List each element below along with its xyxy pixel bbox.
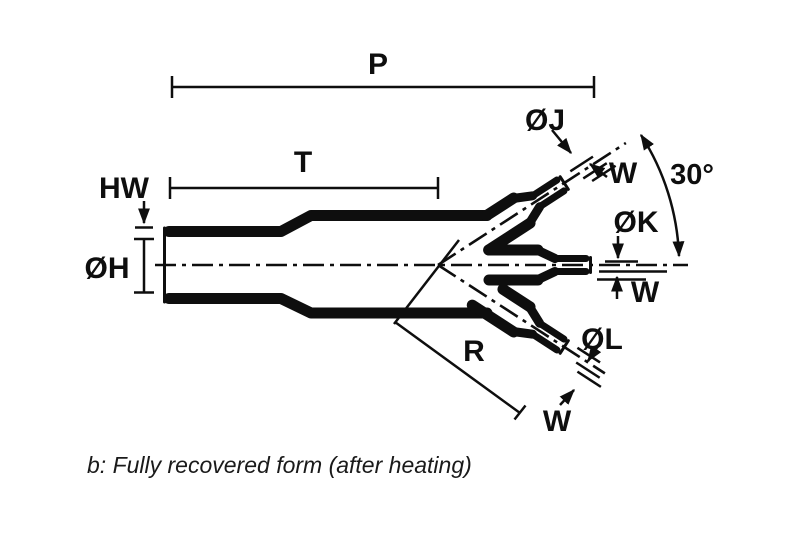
dia-j-surface-tick [569,155,594,173]
dim-dia-h: ØH [85,237,154,294]
dim-w-lower-label: W [543,405,572,438]
dim-r-extension-line [393,239,460,325]
angle-arc [639,133,685,258]
lower-branch-nub-wall-b [527,329,561,354]
upper-branch-nub-wall-b [534,187,568,212]
dim-dia-k: ØK W [611,206,660,309]
middle-branch [483,244,667,286]
dim-w-upper-label: W [609,157,638,190]
dim-w-upper-arrow [588,163,608,178]
angle-label: 30° [670,159,714,191]
lower-branch-tip-cap [558,339,570,355]
dim-t-label: T [294,146,312,179]
lower-branch-centerline [437,263,606,375]
dim-dia-j: ØJ W [525,104,638,190]
dim-r-label: R [463,335,485,368]
dim-r: R [393,239,527,421]
dim-j-label: ØJ [525,104,565,137]
dim-w-middle-label: W [631,276,660,309]
lower-branch-nub-wall-a [534,318,568,343]
upper-branch-nub-wall-a [527,176,561,201]
dim-p: P [170,48,596,98]
bottom-wall [163,293,493,319]
dim-hw: HW [99,172,153,229]
top-wall [163,210,493,237]
dim-r-end-tick [513,404,527,421]
dim-k-label: ØK [614,206,659,239]
dim-l-label: ØL [581,323,623,356]
figure-caption: b: Fully recovered form (after heating) [87,452,472,478]
w-upper-tick-a [582,162,608,180]
upper-branch-tip-cap [558,175,570,191]
lower-branch-outer-wall [466,299,520,338]
dim-j-arrow [551,129,572,155]
w-lower-tick-b [576,370,602,388]
dim-l-arrow [586,345,602,363]
dim-dia-l: ØL W [543,323,623,438]
dim-h-label: ØH [85,252,130,285]
dim-p-label: P [368,48,388,81]
upper-branch [437,141,627,267]
dim-w-lower-arrow [559,389,575,406]
dim-hw-label: HW [99,172,150,205]
dim-angle: 30° [639,133,714,258]
w-lower-tick-a [575,361,601,379]
dim-r-line [394,320,521,415]
dim-t: T [168,146,440,199]
